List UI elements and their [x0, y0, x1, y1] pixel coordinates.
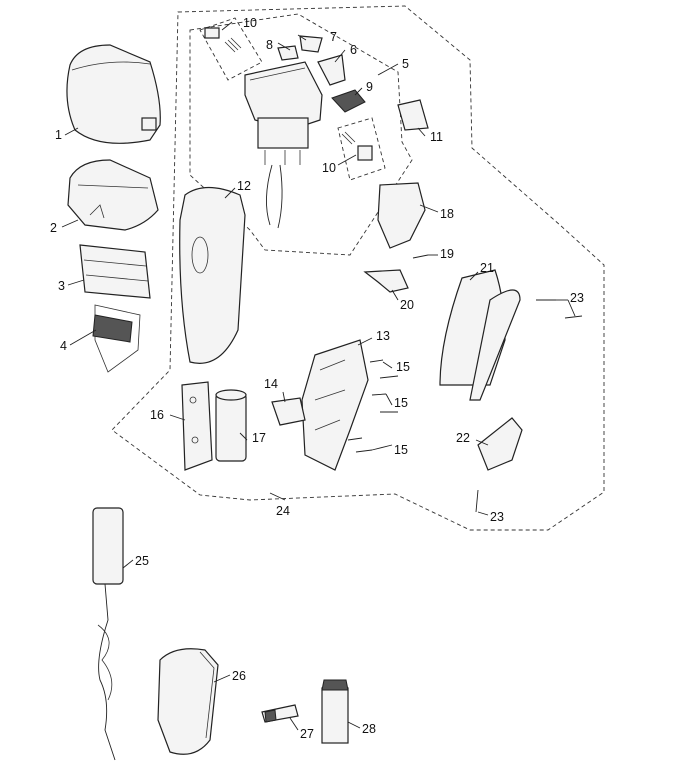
label-6: 6: [350, 43, 357, 57]
part-12-front-housing: [179, 186, 246, 364]
label-10-bottom: 10: [322, 161, 336, 175]
label-8: 8: [266, 38, 273, 52]
label-13: 13: [376, 329, 390, 343]
label-23-right: 23: [570, 291, 584, 305]
part-13-chassis: [301, 339, 369, 471]
spring-box-top: [199, 17, 263, 81]
label-21: 21: [480, 261, 494, 275]
label-27: 27: [300, 727, 314, 741]
part-23-screw-c: [475, 489, 479, 513]
part-5-wires: [266, 164, 283, 229]
label-23-bottom: 23: [490, 510, 504, 524]
spring-box-bottom: [337, 117, 386, 181]
label-3: 3: [58, 279, 65, 293]
part-5-head-unit: [244, 61, 323, 229]
label-5: 5: [402, 57, 409, 71]
part-27-brush: [261, 704, 299, 723]
label-10-top: 10: [243, 16, 257, 30]
part-1-outer-cap: [66, 44, 161, 144]
part-23-screw-b: [564, 315, 583, 319]
label-18: 18: [440, 207, 454, 221]
part-17-battery: [215, 389, 247, 462]
part-14-bracket: [271, 397, 306, 426]
label-9: 9: [366, 80, 373, 94]
part-26-pouch: [157, 648, 219, 755]
label-25: 25: [135, 554, 149, 568]
part-21-rear-housing: [439, 269, 521, 401]
label-2: 2: [50, 221, 57, 235]
label-20: 20: [400, 298, 414, 312]
label-19: 19: [440, 247, 454, 261]
leader-lines: [61, 21, 576, 731]
part-9-cushion: [331, 89, 366, 113]
part-25-charger: [92, 507, 124, 761]
part-6-clip: [317, 54, 346, 86]
part-2-blade-frame: [67, 159, 159, 231]
label-12: 12: [237, 179, 251, 193]
part-3-outer-foil: [79, 244, 151, 299]
part-19-screw: [412, 254, 429, 259]
label-16: 16: [150, 408, 164, 422]
part-18-back-panel: [377, 182, 426, 249]
label-15-a: 15: [396, 360, 410, 374]
label-15-b: 15: [394, 396, 408, 410]
assembly-24-boundary: [111, 5, 605, 531]
part-16-circuit-board: [181, 381, 213, 471]
label-4: 4: [60, 339, 67, 353]
label-26: 26: [232, 669, 246, 683]
part-8-clip: [277, 45, 299, 61]
part-11-latch: [397, 99, 429, 131]
part-4-inner-blade: [92, 314, 133, 343]
label-17: 17: [252, 431, 266, 445]
part-28-oil-bottle: [321, 679, 349, 744]
label-14: 14: [264, 377, 278, 391]
part-10-coil-top: [224, 37, 242, 53]
label-22: 22: [456, 431, 470, 445]
part-10-spring-bottom: [357, 145, 373, 161]
label-15-c: 15: [394, 443, 408, 457]
part-15-screws: [347, 359, 399, 453]
part-10-coil-bottom: [341, 131, 356, 145]
part-10-spring-top: [204, 27, 220, 39]
label-28: 28: [362, 722, 376, 736]
label-24: 24: [276, 504, 290, 518]
label-1: 1: [55, 128, 62, 142]
part-22-bottom-cap: [477, 417, 523, 471]
label-11: 11: [430, 130, 443, 144]
label-7: 7: [330, 30, 337, 44]
part-20-bracket: [363, 269, 409, 293]
